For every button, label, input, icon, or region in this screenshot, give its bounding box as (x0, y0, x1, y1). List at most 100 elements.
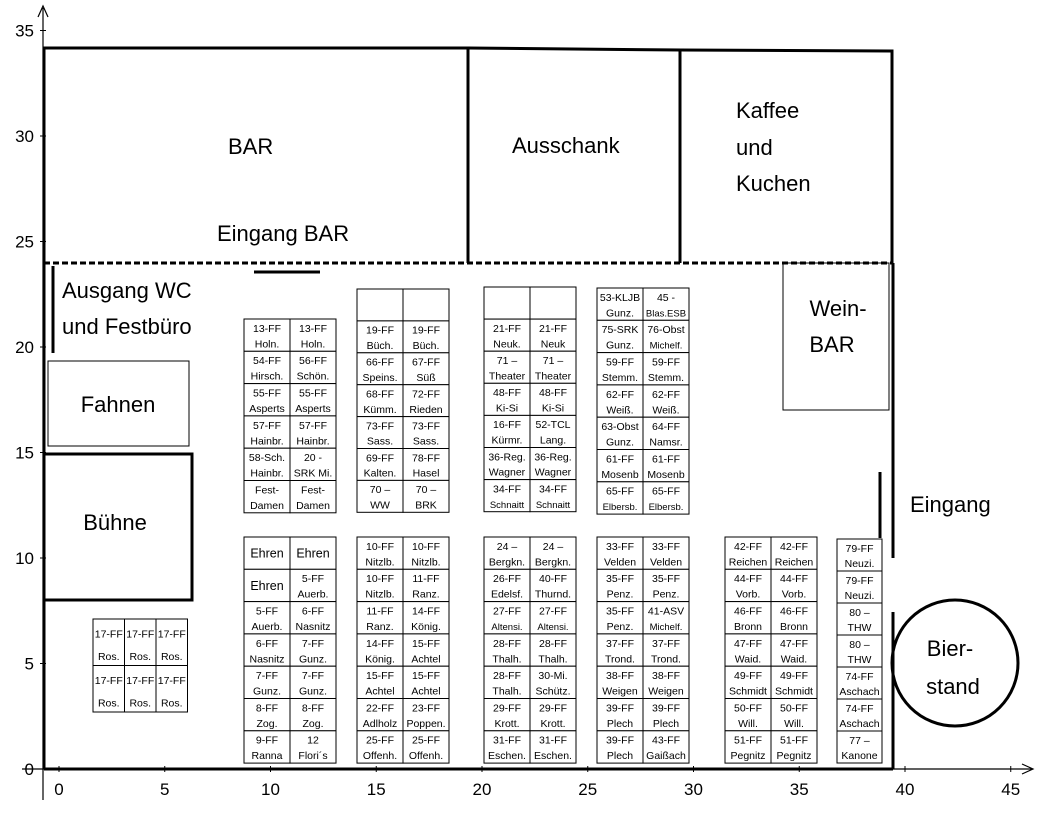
table-group: Gunz. (606, 437, 634, 449)
table-number: 62-FF (606, 389, 634, 401)
kuchen-label: Kuchen (736, 171, 811, 196)
table-cell (402, 416, 450, 450)
lower-table-block-3: 24 –Bergkn.24 –Bergkn.26-FFEdelsf.40-FFT… (483, 536, 577, 764)
table-number: 15-FF (412, 670, 440, 682)
table-number: 58-Sch. (249, 452, 285, 464)
table-group: Nitzlb. (365, 556, 394, 568)
bar-building-outline (42, 46, 470, 263)
table-number: 6-FF (256, 638, 278, 650)
table-number: 29-FF (539, 702, 567, 714)
table-group: Speins. (362, 372, 397, 384)
table-group: Hainbr. (250, 435, 283, 447)
table-cell (642, 287, 690, 321)
y-tick-label: 0 (25, 760, 34, 779)
table-number: 17-FF (158, 629, 186, 641)
table-group: Kalten. (364, 468, 397, 480)
table-cell (402, 288, 450, 322)
table-number: 13-FF (299, 323, 327, 335)
x-tick-label: 45 (1001, 780, 1020, 799)
table-group: Neuk (541, 338, 566, 350)
table-number: 21-FF (493, 323, 521, 335)
table-cell (529, 447, 577, 481)
table-group: BRK (415, 499, 437, 511)
table-group: Asperts (249, 403, 285, 415)
table-number: 73-FF (412, 420, 440, 432)
table-cell (836, 666, 883, 700)
table-cell (642, 319, 690, 354)
table-group: Plech (653, 718, 679, 730)
table-number: 70 – (416, 484, 437, 496)
table-cell (289, 383, 337, 417)
table-group: Bergkn. (489, 556, 525, 568)
table-group: Ros. (161, 651, 183, 663)
table-group: Aschach (839, 686, 879, 698)
table-cell (402, 601, 450, 635)
table-number: 51-FF (780, 735, 808, 747)
table-cell (596, 449, 644, 483)
table-number: 41-ASV (648, 606, 684, 618)
table-group: Vorb. (782, 589, 807, 601)
table-cell (243, 480, 291, 514)
table-cell (92, 618, 125, 666)
fahnen-label: Fahnen (81, 392, 156, 417)
table-group: Lang. (540, 435, 566, 447)
table-cell (402, 568, 450, 603)
table-group: Namsr. (649, 437, 682, 449)
table-group: SRK Mi. (294, 468, 333, 480)
table-cell (483, 447, 531, 481)
table-number: 68-FF (366, 388, 394, 400)
table-label: Ehren (250, 579, 283, 593)
table-number: 28-FF (493, 638, 521, 650)
table-number: 75-SRK (602, 324, 639, 336)
table-group: Büch. (367, 340, 394, 352)
table-cell (289, 568, 337, 603)
y-tick-label: 30 (15, 127, 34, 146)
table-cell (770, 633, 818, 667)
table-cell (770, 665, 818, 700)
table-number: 78-FF (412, 452, 440, 464)
table-cell (642, 481, 690, 515)
table-cell (356, 416, 404, 450)
table-cell (402, 352, 450, 386)
table-number: 46-FF (734, 606, 762, 618)
table-group: Asperts (295, 403, 331, 415)
table-number: 17-FF (126, 675, 154, 687)
table-cell (529, 382, 577, 416)
table-number: 61-FF (652, 453, 680, 465)
table-number: 27-FF (539, 606, 567, 618)
table-cell (289, 536, 337, 570)
table-cell (402, 320, 450, 354)
festbuero-label: und Festbüro (62, 314, 192, 339)
table-cell (356, 568, 404, 603)
table-group: Waid. (735, 653, 761, 665)
table-cell (356, 448, 404, 481)
table-number: 53-KLJB (600, 292, 640, 304)
table-group: Penz. (607, 621, 634, 633)
table-number: 33-FF (606, 541, 634, 553)
table-number: Fest- (301, 484, 325, 496)
table-group: Waid. (781, 653, 807, 665)
bierstand-label-line2: stand (926, 674, 980, 699)
table-number: 57-FF (253, 420, 281, 432)
table-cell (402, 633, 450, 667)
x-tick-label: 25 (578, 780, 597, 799)
table-group: Elbersb. (603, 502, 638, 513)
wein-bar-box (782, 262, 890, 411)
table-number: 7-FF (256, 670, 278, 682)
table-cell (356, 601, 404, 635)
table-group: Pegnitz (776, 750, 811, 762)
table-number: 62-FF (652, 389, 680, 401)
table-cell (529, 665, 577, 700)
table-cell (529, 698, 577, 732)
table-group: König. (411, 621, 441, 633)
table-group: Schön. (297, 371, 330, 383)
table-group: Zog. (256, 718, 277, 730)
table-cell (243, 698, 291, 732)
table-group: Achtel (365, 686, 394, 698)
table-group: Eschen. (488, 750, 526, 762)
table-group: Ranz. (412, 589, 439, 601)
